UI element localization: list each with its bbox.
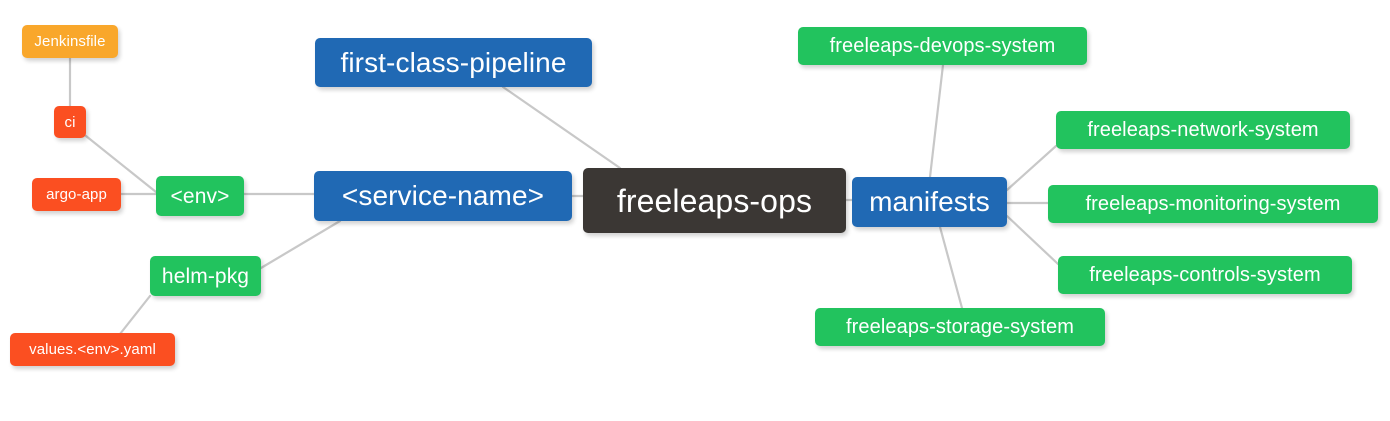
- node-label-helm-pkg: helm-pkg: [161, 264, 250, 288]
- node-label-freeleaps-network-system: freeleaps-network-system: [1087, 119, 1319, 141]
- node-label-env: <env>: [170, 184, 230, 208]
- edge-manifests-to-freeleaps-storage-system: [938, 225, 964, 310]
- edge-first-class-pipeline-to-freeleaps-ops: [501, 85, 622, 170]
- node-label-freeleaps-monitoring-system: freeleaps-monitoring-system: [1085, 193, 1341, 215]
- node-label-manifests: manifests: [869, 186, 990, 217]
- node-values-yaml[interactable]: values.<env>.yaml: [10, 333, 175, 366]
- node-label-freeleaps-controls-system: freeleaps-controls-system: [1089, 264, 1321, 286]
- edge-manifests-to-freeleaps-devops-system: [928, 63, 945, 179]
- node-freeleaps-storage-system[interactable]: freeleaps-storage-system: [815, 308, 1105, 346]
- node-freeleaps-monitoring-system[interactable]: freeleaps-monitoring-system: [1048, 185, 1378, 223]
- node-freeleaps-devops-system[interactable]: freeleaps-devops-system: [798, 27, 1087, 65]
- edge-helm-pkg-to-values-yaml: [118, 294, 152, 336]
- node-first-class-pipeline[interactable]: first-class-pipeline: [315, 38, 592, 87]
- node-service-name[interactable]: <service-name>: [314, 171, 572, 221]
- node-helm-pkg[interactable]: helm-pkg: [150, 256, 261, 296]
- node-label-argo-app: argo-app: [46, 186, 107, 203]
- edge-manifests-to-freeleaps-controls-system: [1005, 214, 1060, 266]
- node-label-ci: ci: [64, 113, 76, 131]
- node-label-first-class-pipeline: first-class-pipeline: [340, 46, 567, 78]
- node-env[interactable]: <env>: [156, 176, 244, 216]
- node-label-service-name: <service-name>: [341, 180, 545, 211]
- node-jenkinsfile[interactable]: Jenkinsfile: [22, 25, 118, 58]
- node-label-freeleaps-devops-system: freeleaps-devops-system: [829, 35, 1056, 57]
- node-label-freeleaps-storage-system: freeleaps-storage-system: [845, 316, 1075, 338]
- node-label-jenkinsfile: Jenkinsfile: [34, 33, 106, 50]
- node-label-freeleaps-ops: freeleaps-ops: [616, 182, 813, 219]
- node-freeleaps-ops[interactable]: freeleaps-ops: [583, 168, 846, 233]
- edge-manifests-to-freeleaps-network-system: [1005, 144, 1058, 192]
- node-manifests[interactable]: manifests: [852, 177, 1007, 227]
- node-freeleaps-controls-system[interactable]: freeleaps-controls-system: [1058, 256, 1352, 294]
- node-label-values-yaml: values.<env>.yaml: [29, 341, 156, 358]
- node-argo-app[interactable]: argo-app: [32, 178, 121, 211]
- node-freeleaps-network-system[interactable]: freeleaps-network-system: [1056, 111, 1350, 149]
- edge-service-name-to-helm-pkg: [259, 219, 342, 270]
- node-ci[interactable]: ci: [54, 106, 86, 138]
